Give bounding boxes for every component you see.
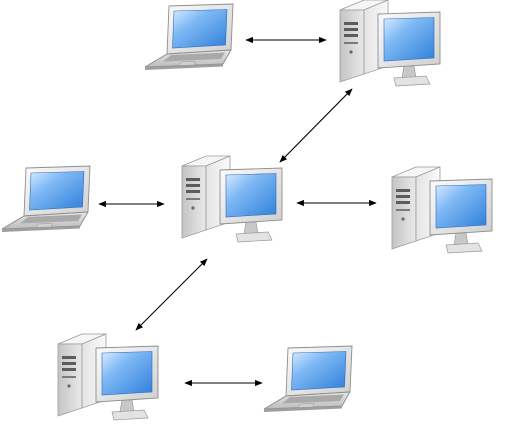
desktop-computer-icon	[57, 333, 159, 421]
desktop-computer-icon	[181, 155, 283, 243]
desktop-center-node	[181, 155, 283, 243]
desktop-computer-icon	[391, 166, 493, 254]
desktop-bottom-left-node	[57, 333, 159, 421]
laptop-top-node	[144, 3, 234, 71]
arrow-desktop-top-right-to-desktop-center	[279, 88, 353, 163]
laptop-icon	[144, 3, 234, 71]
desktop-middle-right-node	[391, 166, 493, 254]
laptop-bottom-right-node	[263, 345, 353, 413]
laptop-icon	[263, 345, 353, 413]
arrow-desktop-center-to-desktop-bottom-left	[135, 258, 208, 331]
desktop-computer-icon	[339, 0, 441, 87]
desktop-top-right-node	[339, 0, 441, 87]
laptop-icon	[1, 165, 91, 233]
laptop-middle-left-node	[1, 165, 91, 233]
